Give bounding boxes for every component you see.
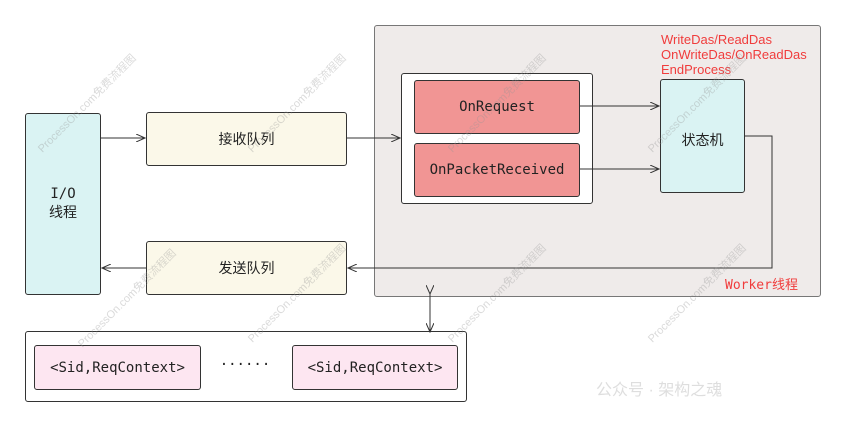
arrow-fsm-to-send [348,135,773,268]
send-queue-box[interactable]: 发送队列 [146,241,347,295]
context-entry[interactable]: <Sid,ReqContext> [292,345,458,390]
on-packet-received-box[interactable]: OnPacketReceived [414,143,580,197]
worker-thread-label: Worker线程 [725,278,798,293]
state-machine-events: WriteDas/ReadDas OnWriteDas/OnReadDas En… [661,32,807,77]
io-thread-label-2: 线程 [49,205,77,221]
on-request-label: OnRequest [459,99,535,115]
receive-queue-label: 接收队列 [218,132,275,148]
context-entry[interactable]: <Sid,ReqContext> [34,345,201,390]
wechat-watermark: 公众号 · 架构之魂 [596,382,723,399]
event-text: OnWriteDas/OnReadDas [661,47,807,62]
event-text: EndProcess [661,62,732,77]
state-machine-box[interactable]: 状态机 [660,79,745,193]
ellipsis: ······ [219,357,271,373]
io-thread-label-1: I/O [50,186,76,202]
on-request-box[interactable]: OnRequest [414,80,580,134]
event-text: WriteDas/ReadDas [661,32,773,47]
context-entry-label: <Sid,ReqContext> [307,359,443,376]
receive-queue-box[interactable]: 接收队列 [146,112,347,166]
io-thread-box[interactable]: I/O 线程 [25,113,101,295]
context-entry-label: <Sid,ReqContext> [50,359,185,376]
state-machine-label: 状态机 [681,133,724,149]
on-packet-received-label: OnPacketReceived [429,162,565,178]
send-queue-label: 发送队列 [218,261,275,277]
